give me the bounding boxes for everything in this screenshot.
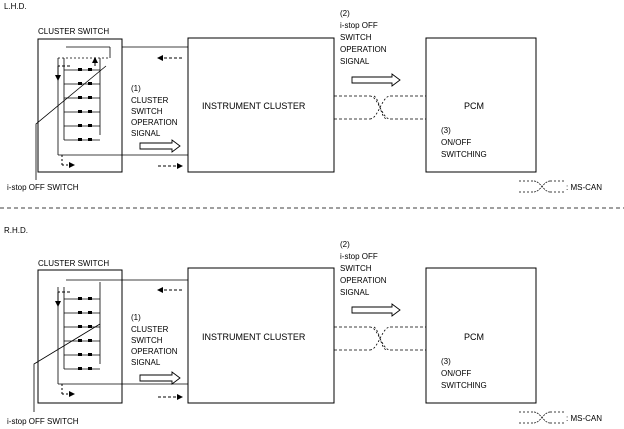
signal3-line1: ON/OFF [441, 138, 471, 147]
signal2-line3: OPERATION [340, 276, 387, 285]
signal2-arrow [351, 73, 401, 87]
pcm-label: PCM [464, 101, 484, 111]
signal2-num: (2) [340, 240, 350, 249]
instrument-cluster-box [187, 267, 335, 404]
signal1-line3: OPERATION [131, 118, 178, 127]
signal1-line4: SIGNAL [131, 358, 161, 367]
signal2-line1: i-stop OFF [340, 252, 378, 261]
ms-can-bus [334, 95, 426, 120]
cluster-switch-label: CLUSTER SWITCH [38, 27, 109, 36]
ms-can-legend: : MS-CAN [566, 183, 602, 192]
signal2-line1: i-stop OFF [340, 21, 378, 30]
signal2-line4: SIGNAL [340, 57, 370, 66]
signal2-line2: SWITCH [340, 33, 372, 42]
cluster-switch-label: CLUSTER SWITCH [38, 259, 109, 268]
ms-can-bus [334, 326, 426, 351]
switch-matrix [57, 279, 122, 385]
signal1-arrow [139, 139, 181, 153]
istop-leader-line [33, 323, 101, 412]
cluster-switch-box [37, 38, 123, 173]
signal1-line3: OPERATION [131, 347, 178, 356]
signal1-line1: CLUSTER [131, 96, 169, 105]
pcm-box [425, 37, 537, 173]
section-label: L.H.D. [4, 2, 27, 11]
signal1-num: (1) [131, 84, 141, 93]
signal2-arrow [351, 303, 401, 317]
istop-switch-label: i-stop OFF SWITCH [7, 183, 79, 192]
rhd-section: R.H.D. CLUSTER SWITCH [4, 226, 602, 426]
signal1-arrow [139, 371, 181, 385]
signal2-line4: SIGNAL [340, 288, 370, 297]
signal3-num: (3) [441, 126, 451, 135]
signal1-line2: SWITCH [131, 107, 163, 116]
instrument-cluster-box [187, 37, 335, 173]
ms-can-legend-symbol [519, 180, 564, 193]
lhd-section: L.H.D. CLUSTER SWITCH [4, 2, 602, 193]
section-label: R.H.D. [4, 226, 28, 235]
instrument-cluster-label: INSTRUMENT CLUSTER [202, 332, 306, 342]
switch-contacts [78, 68, 92, 141]
signal2-line3: OPERATION [340, 45, 387, 54]
istop-switch-label: i-stop OFF SWITCH [7, 417, 79, 426]
ms-can-legend-symbol [519, 411, 564, 424]
switch-contacts [78, 297, 92, 370]
signal1-line2: SWITCH [131, 336, 163, 345]
signal1-num: (1) [131, 313, 141, 322]
signal2-line2: SWITCH [340, 264, 372, 273]
signal3-line1: ON/OFF [441, 369, 471, 378]
signal1-line1: CLUSTER [131, 325, 169, 334]
istop-leader-line [35, 65, 107, 180]
ms-can-legend: : MS-CAN [566, 414, 602, 423]
instrument-cluster-label: INSTRUMENT CLUSTER [202, 101, 306, 111]
pcm-label: PCM [464, 332, 484, 342]
signal2-num: (2) [340, 9, 350, 18]
cluster-switch-box [37, 269, 123, 404]
pcm-box [425, 267, 537, 404]
signal3-line2: SWITCHING [441, 150, 487, 159]
signal3-num: (3) [441, 357, 451, 366]
signal3-line2: SWITCHING [441, 381, 487, 390]
signal1-line4: SIGNAL [131, 129, 161, 138]
